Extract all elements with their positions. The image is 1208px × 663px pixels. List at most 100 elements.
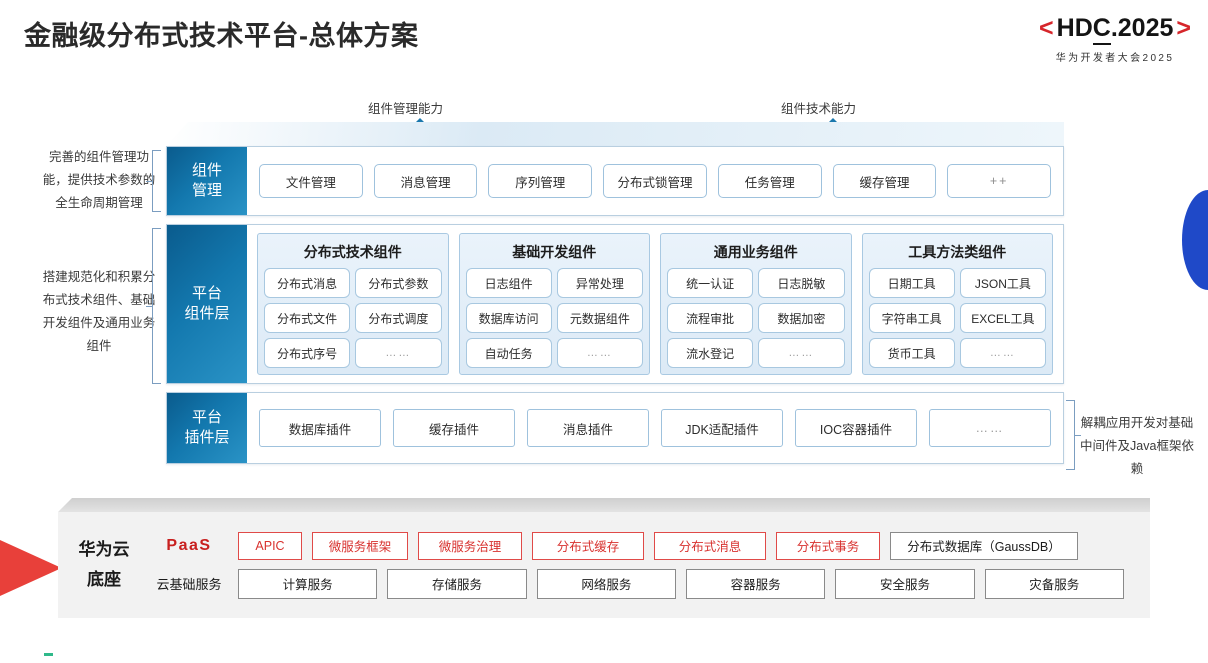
plugin-cache[interactable]: 缓存插件 — [393, 409, 515, 447]
column-common-business: 通用业务组件 统一认证 日志脱敏 流程审批 数据加密 流水登记 …… — [660, 233, 852, 375]
cell-distributed-parameter[interactable]: 分布式参数 — [355, 268, 442, 298]
cell-more[interactable]: …… — [758, 338, 845, 368]
base-title: 华为云 底座 — [58, 535, 150, 595]
teal-dash-decoration — [44, 653, 53, 656]
platform-component-columns: 分布式技术组件 分布式消息 分布式参数 分布式文件 分布式调度 分布式序号 ……… — [247, 225, 1063, 383]
cell-process-approval[interactable]: 流程审批 — [667, 303, 754, 333]
paas-item-microservice-governance[interactable]: 微服务治理 — [418, 531, 522, 560]
cell-transaction-registration[interactable]: 流水登记 — [667, 338, 754, 368]
hdc-logo-wordmark: <HDC.2025> — [1036, 14, 1194, 45]
capability-label-technology: 组件技术能力 — [781, 102, 857, 116]
paas-item-apic[interactable]: APIC — [238, 531, 302, 560]
cell-string-tool[interactable]: 字符串工具 — [868, 303, 955, 333]
layer-label-line2: 插件层 — [184, 429, 230, 446]
plugin-database[interactable]: 数据库插件 — [259, 409, 381, 447]
column-utility-methods: 工具方法类组件 日期工具 JSON工具 字符串工具 EXCEL工具 货币工具 …… — [861, 233, 1053, 375]
plugin-jdk-adapter[interactable]: JDK适配插件 — [661, 409, 783, 447]
architecture-stack: 组件 管理 文件管理 消息管理 序列管理 分布式锁管理 任务管理 缓存管理 ++… — [166, 146, 1064, 464]
paas-label: PaaS — [166, 536, 212, 554]
side-note-platform-components: 搭建规范化和积累分布式技术组件、基础开发组件及通用业务组件 — [42, 270, 156, 354]
cell-database-access[interactable]: 数据库访问 — [465, 303, 552, 333]
cell-more[interactable]: …… — [355, 338, 442, 368]
cell-more[interactable]: …… — [556, 338, 643, 368]
chip-more[interactable]: ++ — [947, 164, 1052, 198]
side-note-plugin-layer: 解耦应用开发对基础中间件及Java框架依赖 — [1080, 416, 1194, 477]
base-title-line2: 底座 — [87, 570, 121, 589]
column-distributed-tech: 分布式技术组件 分布式消息 分布式参数 分布式文件 分布式调度 分布式序号 …… — [257, 233, 449, 375]
plugin-items: 数据库插件 缓存插件 消息插件 JDK适配插件 IOC容器插件 …… — [247, 393, 1063, 463]
iaas-item-container[interactable]: 容器服务 — [685, 568, 826, 599]
cell-excel-tool[interactable]: EXCEL工具 — [959, 303, 1046, 333]
paas-item-distributed-database[interactable]: 分布式数据库（GaussDB） — [890, 531, 1078, 560]
column-title: 通用业务组件 — [713, 244, 798, 260]
cell-json-tool[interactable]: JSON工具 — [959, 268, 1046, 298]
capability-label-management: 组件管理能力 — [368, 102, 444, 116]
hdc-logo: <HDC.2025> 华为开发者大会2025 — [1036, 14, 1194, 64]
iaas-item-network[interactable]: 网络服务 — [536, 568, 676, 599]
layer-label-component-management: 组件 管理 — [167, 147, 247, 215]
iaas-item-disaster-recovery[interactable]: 灾备服务 — [984, 568, 1124, 599]
layer-label-line1: 组件 — [191, 161, 222, 179]
stack-top-face — [166, 122, 1064, 146]
chip-cache-management[interactable]: 缓存管理 — [832, 164, 937, 198]
bracket-left-management — [146, 150, 161, 212]
cell-data-encryption[interactable]: 数据加密 — [758, 303, 845, 333]
column-title: 基础开发组件 — [512, 244, 597, 260]
cell-unified-authentication[interactable]: 统一认证 — [667, 268, 754, 298]
cell-currency-tool[interactable]: 货币工具 — [868, 338, 955, 368]
layer-label-platform-components: 平台 组件层 — [167, 225, 247, 383]
chip-message-management[interactable]: 消息管理 — [373, 164, 478, 198]
blue-lens-decoration — [1182, 190, 1208, 290]
plugin-more[interactable]: …… — [929, 409, 1051, 447]
paas-item-distributed-transaction[interactable]: 分布式事务 — [776, 531, 880, 560]
base-title-line1: 华为云 — [78, 540, 130, 560]
iaas-item-storage[interactable]: 存储服务 — [387, 568, 527, 599]
layer-platform-components: 平台 组件层 分布式技术组件 分布式消息 分布式参数 分布式文件 分布式调度 分… — [166, 224, 1064, 384]
red-wedge-decoration — [0, 512, 62, 624]
cell-distributed-scheduling[interactable]: 分布式调度 — [355, 303, 442, 333]
column-basic-development: 基础开发组件 日志组件 异常处理 数据库访问 元数据组件 自动任务 …… — [458, 233, 650, 375]
column-title: 分布式技术组件 — [303, 244, 402, 260]
hdc-bracket-left-icon: < — [1039, 14, 1054, 42]
layer-label-line2: 管理 — [191, 182, 222, 199]
layer-component-management: 组件 管理 文件管理 消息管理 序列管理 分布式锁管理 任务管理 缓存管理 ++ — [166, 146, 1064, 216]
cell-distributed-file[interactable]: 分布式文件 — [264, 303, 351, 333]
chip-sequence-management[interactable]: 序列管理 — [488, 164, 593, 198]
hdc-text-prefix: HD — [1056, 14, 1093, 42]
plugin-message[interactable]: 消息插件 — [527, 409, 649, 447]
bracket-left-components — [146, 228, 161, 384]
cell-distributed-message[interactable]: 分布式消息 — [264, 268, 351, 298]
bracket-right-plugin — [1066, 400, 1081, 470]
paas-item-microservice-framework[interactable]: 微服务框架 — [312, 531, 408, 560]
cell-distributed-sequence[interactable]: 分布式序号 — [264, 338, 351, 368]
chip-file-management[interactable]: 文件管理 — [259, 164, 363, 198]
iaas-item-security[interactable]: 安全服务 — [835, 568, 975, 599]
component-management-chips: 文件管理 消息管理 序列管理 分布式锁管理 任务管理 缓存管理 ++ — [247, 147, 1063, 215]
paas-item-distributed-message[interactable]: 分布式消息 — [654, 531, 766, 560]
cell-log-masking[interactable]: 日志脱敏 — [758, 268, 845, 298]
iaas-label: 云基础服务 — [156, 577, 222, 592]
layer-platform-plugins: 平台 插件层 数据库插件 缓存插件 消息插件 JDK适配插件 IOC容器插件 …… — [166, 392, 1064, 464]
chip-task-management[interactable]: 任务管理 — [717, 164, 822, 198]
iaas-item-compute[interactable]: 计算服务 — [238, 568, 378, 599]
cell-more[interactable]: …… — [959, 338, 1046, 368]
plugin-ioc-container[interactable]: IOC容器插件 — [795, 409, 917, 447]
chip-distributed-lock-management[interactable]: 分布式锁管理 — [603, 164, 707, 198]
cell-log-component[interactable]: 日志组件 — [465, 268, 552, 298]
layer-label-line1: 平台 — [191, 408, 222, 426]
base-top-face — [58, 498, 1150, 512]
cell-metadata-component[interactable]: 元数据组件 — [556, 303, 643, 333]
cell-exception-handling[interactable]: 异常处理 — [556, 268, 643, 298]
hdc-logo-subtitle: 华为开发者大会2025 — [1055, 53, 1175, 64]
cell-date-tool[interactable]: 日期工具 — [868, 268, 955, 298]
page-title: 金融级分布式技术平台-总体方案 — [24, 21, 419, 51]
huawei-cloud-base: 华为云 底座 PaaS APIC 微服务框架 微服务治理 分布式缓存 分布式消息… — [58, 512, 1150, 618]
layer-label-platform-plugins: 平台 插件层 — [167, 393, 247, 463]
cell-automated-task[interactable]: 自动任务 — [465, 338, 552, 368]
paas-item-distributed-cache[interactable]: 分布式缓存 — [532, 531, 644, 560]
layer-label-line2: 组件层 — [184, 305, 230, 322]
hdc-text-suffix: .2025 — [1110, 14, 1174, 42]
column-title: 工具方法类组件 — [908, 244, 1007, 260]
iaas-row: 云基础服务 计算服务 存储服务 网络服务 容器服务 安全服务 灾备服务 — [150, 568, 1124, 599]
layer-label-line1: 平台 — [191, 284, 222, 302]
